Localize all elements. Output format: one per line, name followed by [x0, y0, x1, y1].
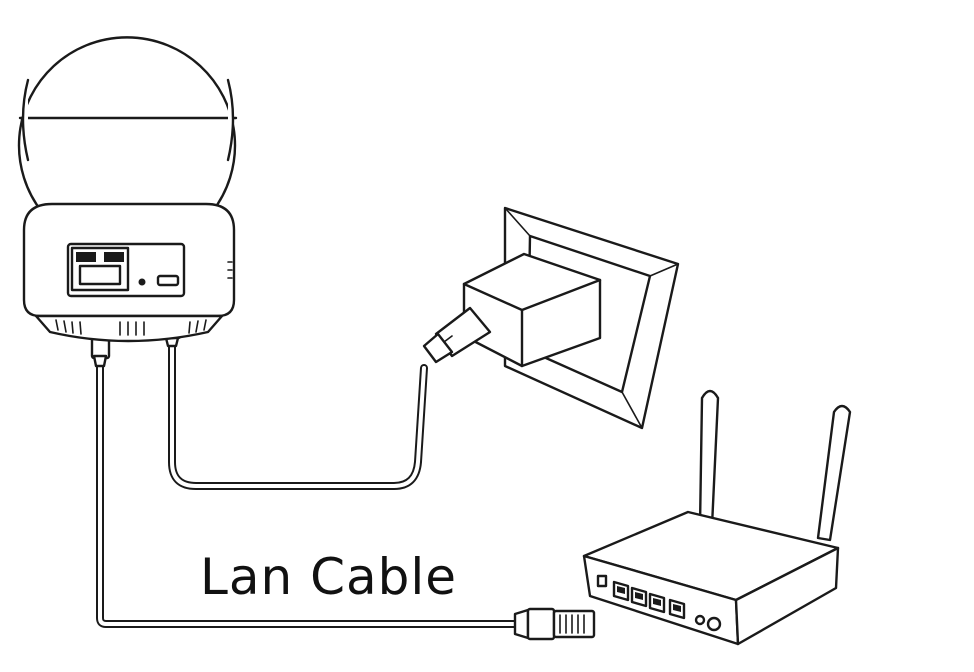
- power-adapter-icon: [422, 252, 602, 368]
- vent-slots: [55, 319, 207, 336]
- router-ports: [612, 580, 686, 620]
- camera-icon: [17, 36, 238, 343]
- router-icon: [582, 389, 852, 646]
- lan-cable-label: Lan Cable: [200, 548, 458, 606]
